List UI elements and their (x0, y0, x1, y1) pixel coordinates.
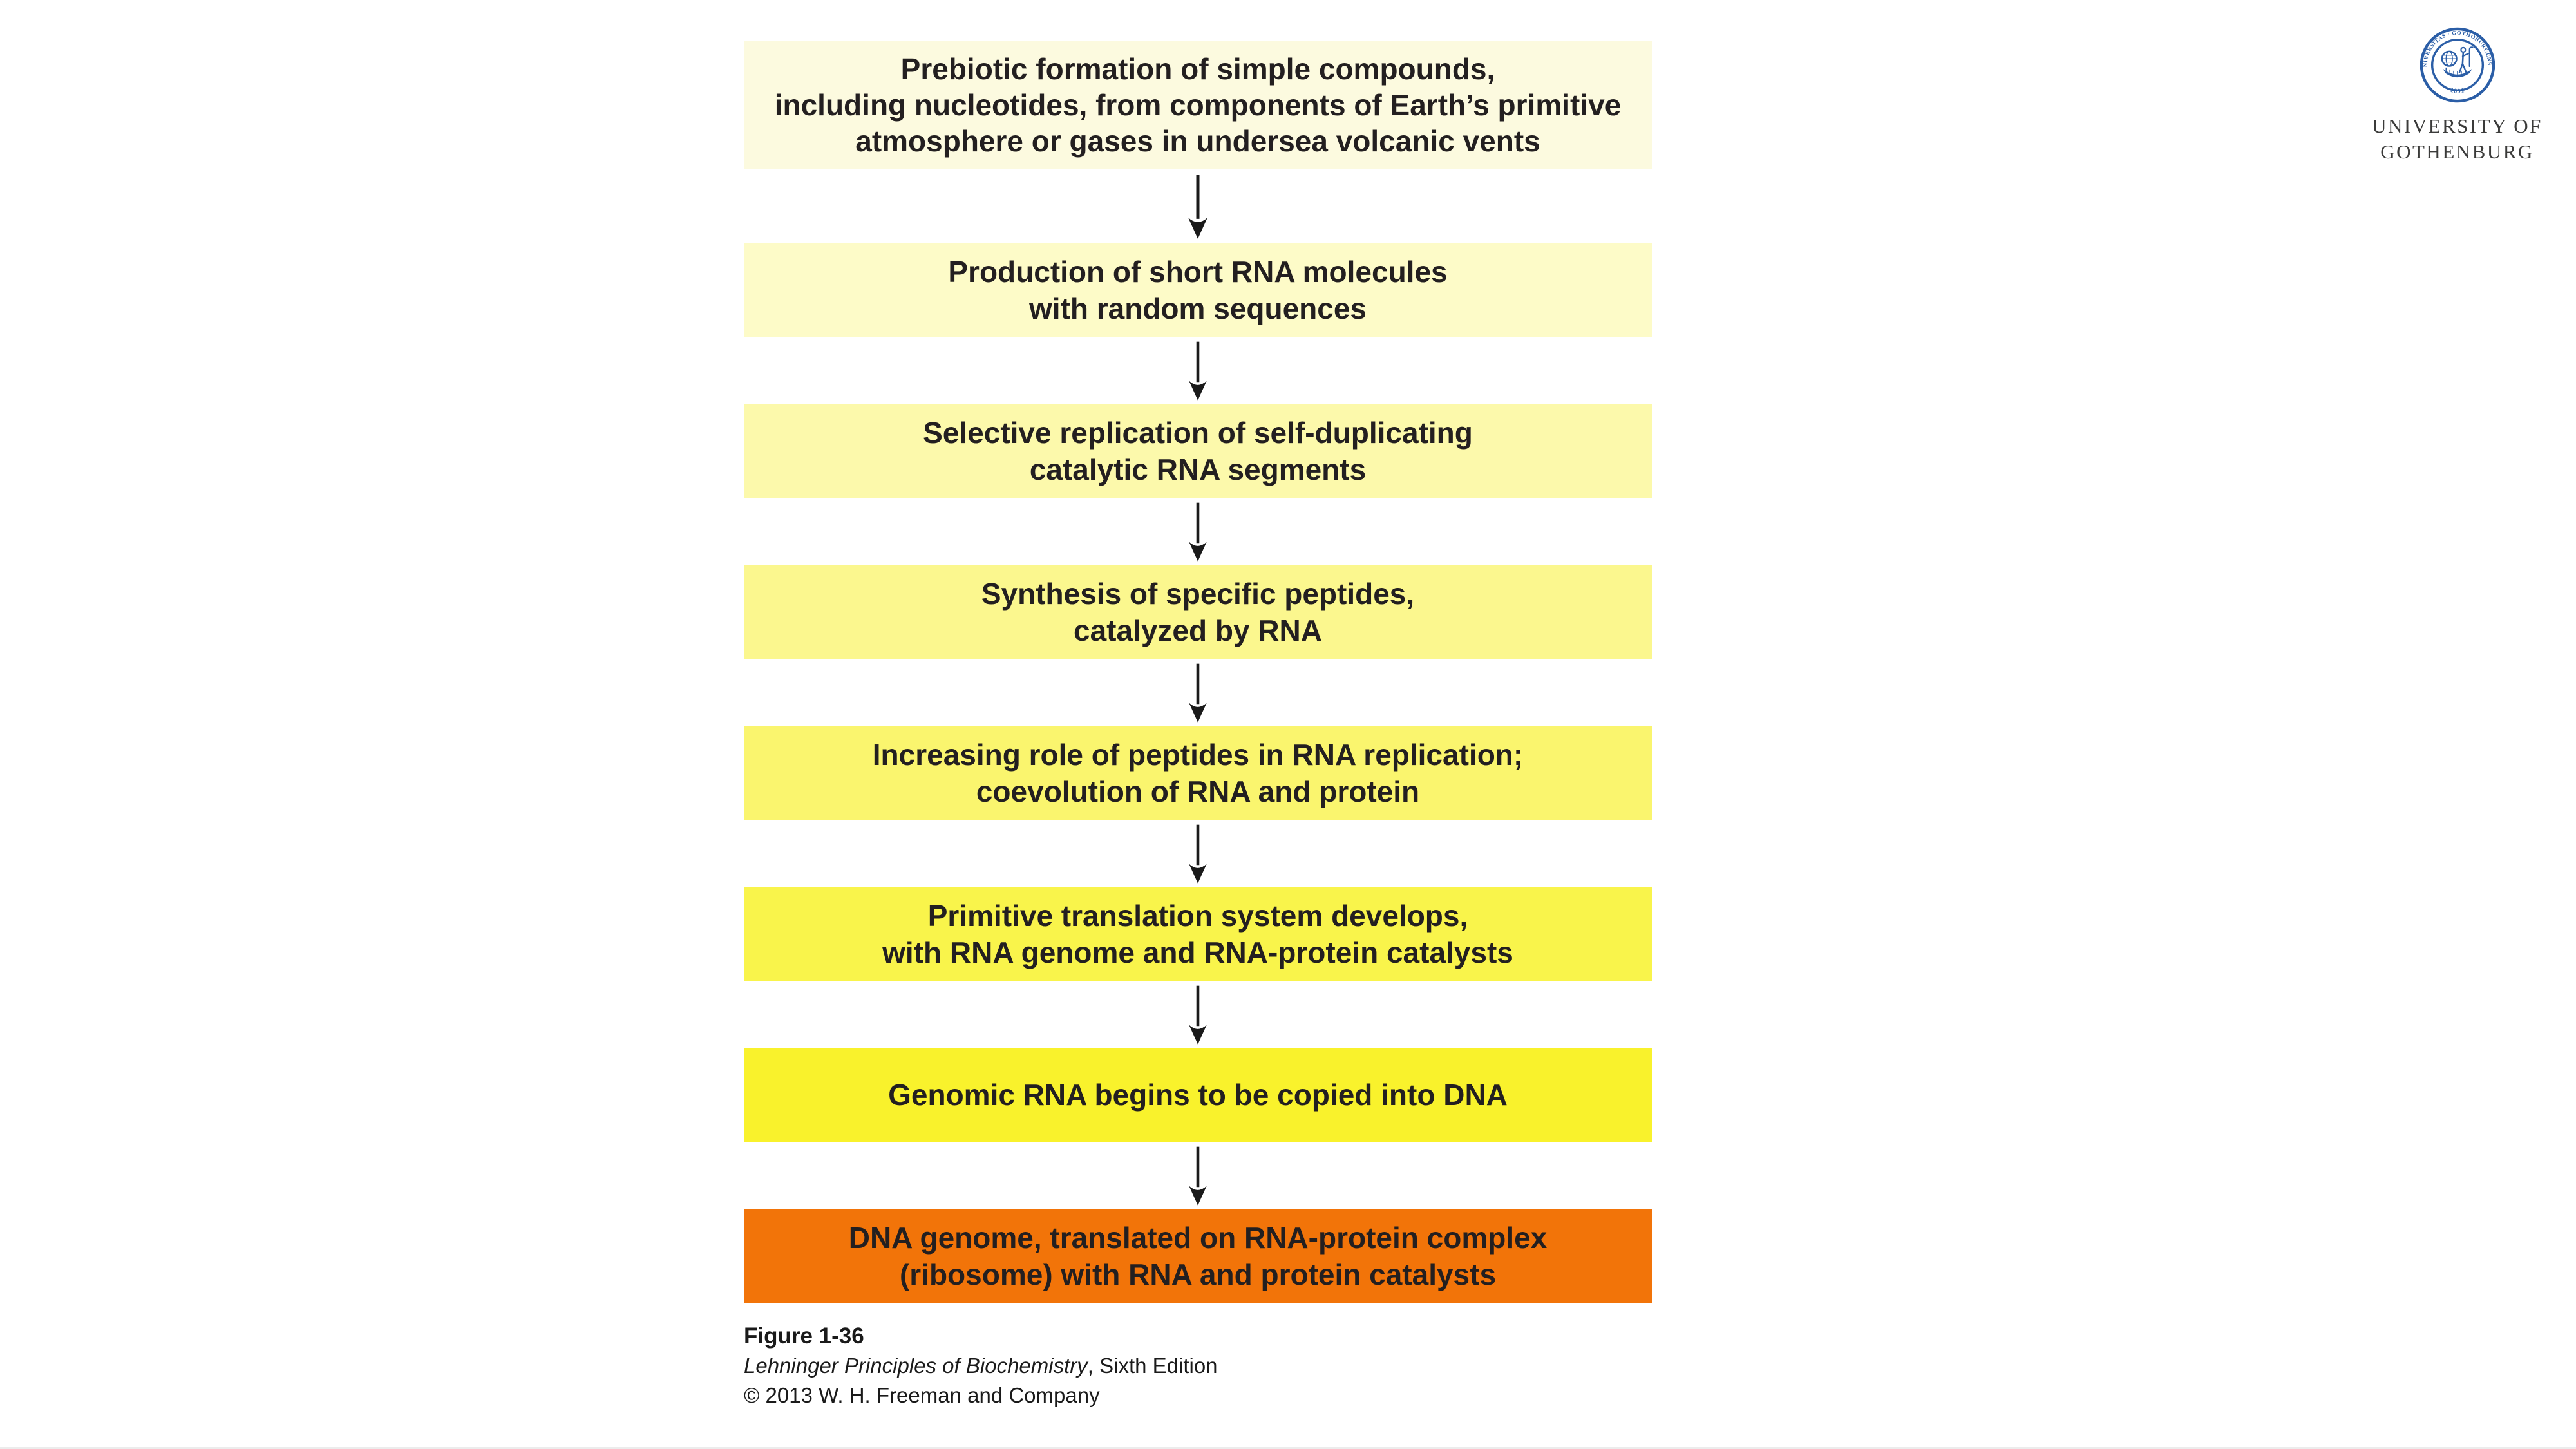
university-logo: UNIVERSITAS · GOTHOBURGENSIS · 1891 · (2346, 27, 2568, 165)
flow-step-text-5: Increasing role of peptides in RNA repli… (872, 738, 1524, 808)
book-reference: Lehninger Principles of Biochemistry, Si… (744, 1351, 1774, 1381)
flow-step-box-4: Synthesis of specific peptides, catalyze… (744, 565, 1652, 659)
svg-text:· 1891 ·: · 1891 · (2444, 86, 2470, 95)
arrow-down-icon (1189, 824, 1207, 884)
university-name: UNIVERSITY OF GOTHENBURG (2372, 115, 2543, 163)
flowchart: Prebiotic formation of simple compounds,… (744, 41, 1652, 1303)
arrow-down-icon (1189, 341, 1207, 401)
flow-step-box-3: Selective replication of self-duplicatin… (744, 404, 1652, 498)
slide-bottom-edge (0, 1447, 2576, 1449)
seal-bottom-text: · 1891 · (2444, 86, 2469, 95)
flow-connector-2 (744, 337, 1652, 404)
university-seal-icon: UNIVERSITAS · GOTHOBURGENSIS · 1891 · (2420, 27, 2495, 103)
arrow-down-icon (1189, 985, 1207, 1045)
seal-figure-glyph (2458, 46, 2474, 73)
arrow-down-icon (1189, 1146, 1207, 1206)
flow-step-text-2: Production of short RNA molecules with r… (948, 255, 1448, 325)
flow-connector-7 (744, 1142, 1652, 1209)
seal-globe-glyph (2441, 50, 2458, 67)
flow-step-text-3: Selective replication of self-duplicatin… (923, 416, 1473, 486)
flow-step-text-6: Primitive translation system develops, w… (882, 899, 1513, 969)
edition-text: , Sixth Edition (1087, 1354, 1218, 1378)
seal-ship-glyph (2442, 67, 2472, 78)
copyright-text: © 2013 W. H. Freeman and Company (744, 1383, 1100, 1407)
flow-step-box-2: Production of short RNA molecules with r… (744, 243, 1652, 337)
flow-connector-4 (744, 659, 1652, 726)
flow-connector-6 (744, 981, 1652, 1048)
figure-label: Figure 1-36 (744, 1323, 864, 1349)
figure-caption: Figure 1-36 Lehninger Principles of Bioc… (744, 1321, 1774, 1410)
arrow-down-icon (1189, 502, 1207, 562)
flow-step-text-8: DNA genome, translated on RNA-protein co… (848, 1221, 1548, 1291)
flow-connector-3 (744, 498, 1652, 565)
flow-connector-5 (744, 820, 1652, 887)
arrow-down-icon (1189, 663, 1207, 723)
flow-step-box-8: DNA genome, translated on RNA-protein co… (744, 1209, 1652, 1303)
flow-step-box-6: Primitive translation system develops, w… (744, 887, 1652, 981)
flow-step-text-4: Synthesis of specific peptides, catalyze… (981, 577, 1415, 647)
arrow-down-icon (1188, 175, 1208, 239)
flow-step-text-1: Prebiotic formation of simple compounds,… (774, 52, 1622, 158)
flow-step-text-7: Genomic RNA begins to be copied into DNA (888, 1078, 1508, 1112)
flow-step-box-5: Increasing role of peptides in RNA repli… (744, 726, 1652, 820)
flow-step-box-7: Genomic RNA begins to be copied into DNA (744, 1048, 1652, 1142)
book-title-text: Lehninger Principles of Biochemistry (744, 1354, 1088, 1378)
flow-step-box-1: Prebiotic formation of simple compounds,… (744, 41, 1652, 169)
flow-connector-1 (744, 169, 1652, 243)
